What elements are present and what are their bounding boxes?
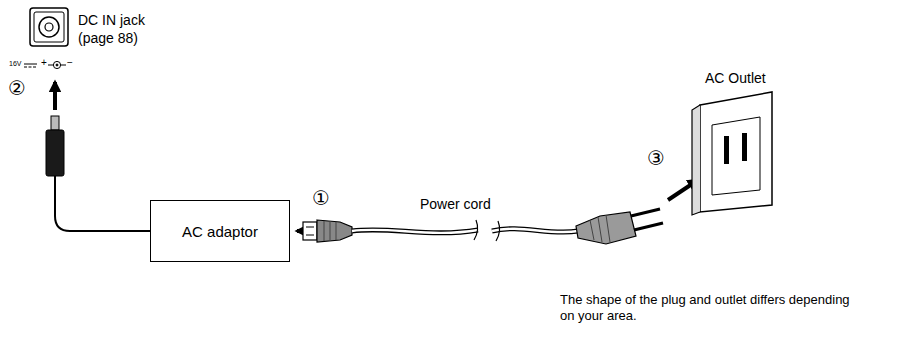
mains-plug <box>576 209 663 244</box>
part-label: AC Outlet <box>705 70 766 88</box>
ac-outlet <box>692 92 772 215</box>
part-label: Power cord <box>420 196 491 214</box>
polarity-sign: − <box>67 57 73 70</box>
note-text: The shape of the plug and outlet differs… <box>560 292 860 325</box>
voltage-label: 16V <box>9 60 21 69</box>
dc-plug <box>46 116 150 231</box>
polarity-sign: + <box>41 57 47 70</box>
callout-number: ① <box>312 186 330 211</box>
callout-number: ③ <box>647 146 665 171</box>
power-cord-connector <box>303 220 352 242</box>
box-label: AC adaptor <box>182 223 258 240</box>
part-label: DC IN jack (page 88) <box>78 12 173 47</box>
insert-arrow <box>53 82 57 110</box>
dc-in-jack <box>30 8 68 46</box>
power-cord <box>352 220 578 241</box>
callout-number: ② <box>8 76 26 101</box>
adaptor-box: AC adaptor <box>150 200 290 262</box>
